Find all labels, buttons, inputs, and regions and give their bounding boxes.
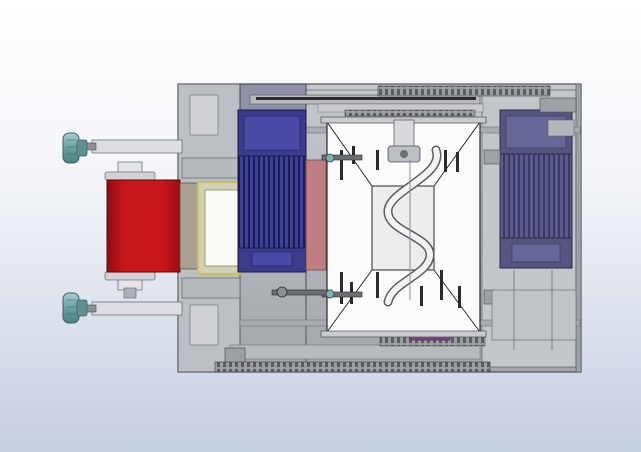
tension-rods (83, 139, 183, 316)
feed-plate (181, 157, 241, 299)
hopper-brackets (271, 146, 461, 308)
knob-icon[interactable] (62, 132, 88, 164)
auger-screw-icon (383, 119, 442, 307)
top-chain-drive (239, 83, 551, 117)
knob-icon[interactable] (62, 292, 88, 324)
right-lower-frame (491, 97, 577, 350)
motor-icon (237, 109, 327, 273)
